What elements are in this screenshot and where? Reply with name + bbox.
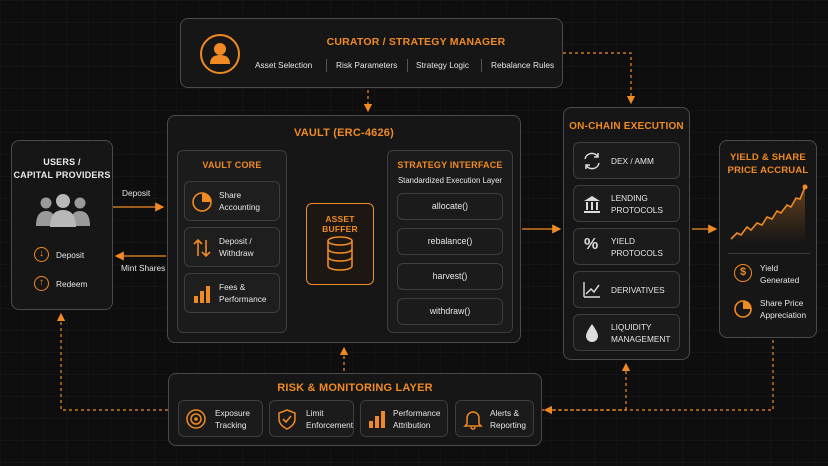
bar-chart-icon [369, 411, 385, 428]
deposit-withdraw-card: Deposit / Withdraw [184, 227, 280, 267]
strategy-interface-box: STRATEGY INTERFACE Standardized Executio… [387, 150, 513, 333]
card-line2: Performance [219, 294, 267, 304]
bank-icon [584, 196, 600, 213]
curator-item: Strategy Logic [416, 60, 470, 70]
shield-check-icon [278, 409, 296, 430]
fees-performance-card: Fees & Performance [184, 273, 280, 313]
vault-box: VAULT (ERC-4626) VAULT CORE Share Accoun… [167, 115, 521, 343]
curator-to-onchain-arrow [563, 52, 636, 105]
up-down-arrows-icon [193, 238, 211, 258]
divider [407, 59, 408, 72]
onchain-item-derivatives: DERIVATIVES [573, 271, 680, 308]
risk-item-line1: Alerts & [490, 408, 520, 418]
onchain-item-line1: YIELD [611, 236, 635, 246]
risk-item-line1: Performance [393, 408, 441, 418]
risk-item-performance: Performance Attribution [360, 400, 448, 437]
card-line1: Deposit / [219, 236, 252, 246]
onchain-item-dex: DEX / AMM [573, 142, 680, 179]
card-line2: Accounting [219, 202, 261, 212]
method-harvest: harvest() [397, 263, 503, 290]
bell-icon [463, 411, 483, 430]
swap-icon [584, 152, 600, 170]
risk-item-line2: Tracking [215, 420, 247, 430]
bar-chart-icon [194, 286, 210, 303]
onchain-item-liquidity: LIQUIDITY MANAGEMENT [573, 314, 680, 351]
dollar-coin-icon: $ [734, 264, 752, 282]
asset-buffer-box: ASSET BUFFER [306, 203, 374, 285]
share-accounting-card: Share Accounting [184, 181, 280, 221]
onchain-execution-box: ON-CHAIN EXECUTION DEX / AMM LENDING PRO… [563, 107, 690, 360]
yield-title-line2: PRICE ACCRUAL [727, 165, 809, 176]
onchain-item-line2: PROTOCOLS [611, 205, 663, 215]
vault-core-title: VAULT CORE [202, 160, 262, 170]
onchain-item-line1: DEX / AMM [611, 156, 654, 166]
onchain-item-line1: LIQUIDITY [611, 322, 652, 332]
users-redeem-label: Redeem [56, 279, 88, 289]
yield-box: YIELD & SHARE PRICE ACCRUAL $ Yield Gene… [719, 140, 817, 338]
yield-to-risk-arrow [543, 340, 774, 415]
onchain-item-line1: DERIVATIVES [611, 285, 665, 295]
risk-to-users-arrow [56, 312, 168, 411]
card-line1: Share [219, 190, 242, 200]
pie-chart-icon [192, 192, 212, 212]
onchain-title: ON-CHAIN EXECUTION [569, 121, 684, 132]
mint-shares-flow-label: Mint Shares [121, 263, 166, 273]
deposit-flow-label: Deposit [122, 188, 151, 198]
curator-box: CURATOR / STRATEGY MANAGER Asset Selecti… [180, 18, 563, 88]
user-manager-icon [200, 34, 240, 74]
divider [728, 253, 810, 254]
divider [326, 59, 327, 72]
vault-title: VAULT (ERC-4626) [294, 127, 394, 139]
onchain-item-lending: LENDING PROTOCOLS [573, 185, 680, 222]
method-rebalance: rebalance() [397, 228, 503, 255]
divider [481, 59, 482, 72]
onchain-item-line2: MANAGEMENT [611, 334, 671, 344]
pie-chart-icon [734, 300, 752, 318]
risk-item-line1: Exposure [215, 408, 251, 418]
droplet-icon [586, 324, 598, 342]
yield-item-line2: Appreciation [760, 310, 807, 320]
users-title-line1: USERS / [43, 157, 81, 167]
strategy-title: STRATEGY INTERFACE [397, 160, 503, 170]
risk-item-limit: Limit Enforcement [269, 400, 354, 437]
risk-title: RISK & MONITORING LAYER [277, 382, 433, 394]
strategy-subtitle: Standardized Execution Layer [397, 176, 503, 185]
card-line2: Withdraw [219, 248, 254, 258]
yield-item-line1: Share Price [760, 298, 804, 308]
redeem-icon: ↑ [34, 276, 49, 291]
risk-item-alerts: Alerts & Reporting [455, 400, 534, 437]
risk-item-line2: Attribution [393, 420, 431, 430]
trend-line-icon [583, 282, 600, 298]
onchain-item-line2: PROTOCOLS [611, 248, 663, 258]
yield-item-line2: Generated [760, 275, 800, 285]
yield-item-line1: Yield [760, 263, 779, 273]
deposit-icon: ↓ [34, 247, 49, 262]
users-group-icon [36, 194, 90, 227]
risk-item-line2: Enforcement [306, 420, 354, 430]
vault-core-box: VAULT CORE Share Accounting Deposit / Wi… [177, 150, 287, 333]
risk-item-line2: Reporting [490, 420, 526, 430]
method-allocate: allocate() [397, 193, 503, 220]
risk-monitoring-box: RISK & MONITORING LAYER Exposure Trackin… [168, 373, 542, 446]
curator-item: Rebalance Rules [491, 60, 555, 70]
users-deposit-label: Deposit [56, 250, 85, 260]
growth-chart-icon [730, 184, 808, 243]
asset-buffer-title: ASSET BUFFER [322, 214, 358, 234]
method-withdraw: withdraw() [397, 298, 503, 325]
users-title-line2: CAPITAL PROVIDERS [13, 170, 111, 180]
yield-title-line1: YIELD & SHARE [730, 152, 806, 163]
risk-item-line1: Limit [306, 408, 324, 418]
onchain-item-line1: LENDING [611, 193, 648, 203]
card-line1: Fees & [219, 282, 246, 292]
database-icon [327, 236, 353, 271]
curator-item: Risk Parameters [336, 60, 398, 70]
curator-item: Asset Selection [255, 60, 313, 70]
curator-title: CURATOR / STRATEGY MANAGER [326, 36, 506, 48]
percent-icon: % [584, 236, 599, 253]
onchain-item-yield: % YIELD PROTOCOLS [573, 228, 680, 265]
target-icon [186, 409, 206, 429]
users-box: USERS / CAPITAL PROVIDERS ↓ Deposit ↑ Re… [11, 140, 113, 310]
risk-item-exposure: Exposure Tracking [178, 400, 263, 437]
